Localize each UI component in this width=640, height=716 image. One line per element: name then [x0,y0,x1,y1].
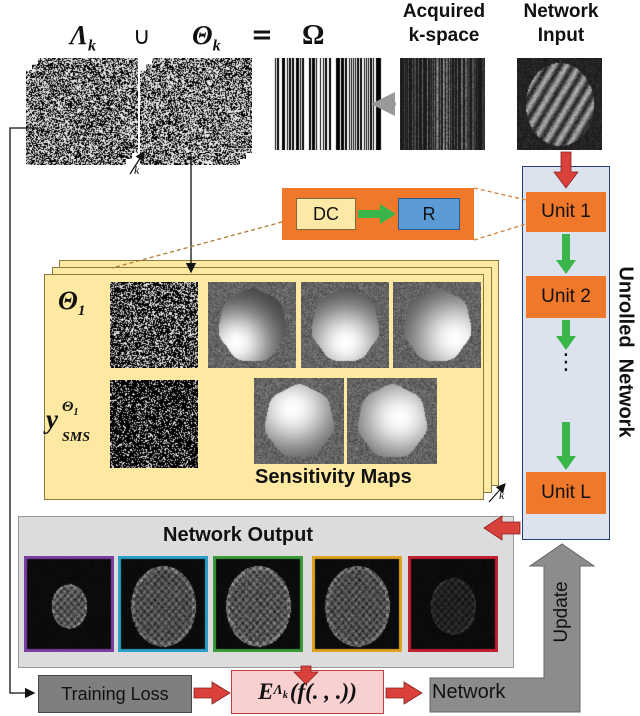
sensitivity-map-1 [208,282,296,368]
unit-ellipsis-label: ⋮ [555,349,577,375]
expectation-subscript: Λk [273,683,287,701]
network-label: Network [432,681,506,703]
omega-symbol: Ω [302,20,325,51]
network-input-line1: Network [523,1,599,22]
y-sms-label: y Θ1 SMS [46,399,90,445]
update-label: Update [551,581,572,643]
acquired-label-line1: Acquired [402,1,486,22]
sensitivity-map-3 [393,282,481,368]
dc-box: DC [296,198,356,230]
unrolled-network-title: Unrolled Network [614,266,637,438]
output-slice-3 [213,556,303,652]
lambda-mask [38,58,138,153]
sensitivity-map-2 [301,282,389,368]
unit-1-label: Unit 1 [541,201,591,222]
acquired-label-line2: k-space [408,25,480,46]
theta-k-label: Θk [192,20,221,55]
stack-index-label: k [499,488,505,502]
expectation-argument: (f(. , .)) [289,679,357,704]
sensitivity-map-5 [347,378,437,464]
theta-1-label: Θ1 [58,286,85,320]
dc-connector-right-top [473,187,527,201]
y-superscript: Θ1 [62,394,78,426]
mask-index-label: k [134,163,140,177]
expectation-symbol: E [258,679,274,704]
theta-subscript: k [212,37,221,55]
network-input-line2: Input [537,25,585,46]
omega-mask [272,58,382,150]
theta-1-mask [110,282,198,368]
theta-mask [152,58,252,153]
sensitivity-map-4 [254,378,344,464]
output-slice-5 [408,556,498,652]
lambda-symbol: Λ [70,20,89,50]
y-superscript-sub: 1 [73,407,79,418]
y-superscript-theta: Θ [62,399,74,415]
loss-to-expectation-arrow [193,681,231,705]
acquired-kspace-image [400,58,485,150]
output-slice-2 [118,556,208,652]
network-input-label: Network Input [505,0,617,48]
expectation-to-network-arrow [385,681,423,705]
output-slice-1 [24,556,114,652]
output-slice-4 [312,556,402,652]
expectation-subscript-k: k [282,689,288,701]
theta-1-symbol: Θ [58,286,78,315]
training-loss-box: Training Loss [38,675,192,713]
theta-symbol: Θ [192,20,213,50]
acquired-kspace-label: Acquired k-space [388,0,500,48]
unit-ellipsis: ⋮ [526,340,606,384]
training-loss-label: Training Loss [61,683,169,704]
network-output-title: Network Output [163,524,313,546]
unit-2-label: Unit 2 [541,286,591,307]
unit-1-box: Unit 1 [526,192,606,232]
lambda-subscript: k [88,37,97,55]
union-symbol: ∪ [133,22,151,50]
y-sms-kspace [110,380,198,468]
dc-connector-right-bottom [473,223,527,241]
r-label: R [422,203,436,224]
unit-2-box: Unit 2 [526,276,606,318]
dc-label: DC [313,203,339,224]
unit-l-label: Unit L [541,482,591,503]
y-symbol: y [46,404,58,434]
expectation-subscript-lambda: Λ [273,683,283,699]
r-box: R [398,198,460,230]
network-input-image [517,58,602,150]
y-subscript: SMS [62,430,91,445]
theta-1-subscript: 1 [77,303,86,320]
unit-l-box: Unit L [526,472,606,514]
sensitivity-maps-caption: Sensitivity Maps [255,466,412,488]
lambda-k-label: Λk [70,20,96,55]
equals-symbol: = [251,20,273,50]
